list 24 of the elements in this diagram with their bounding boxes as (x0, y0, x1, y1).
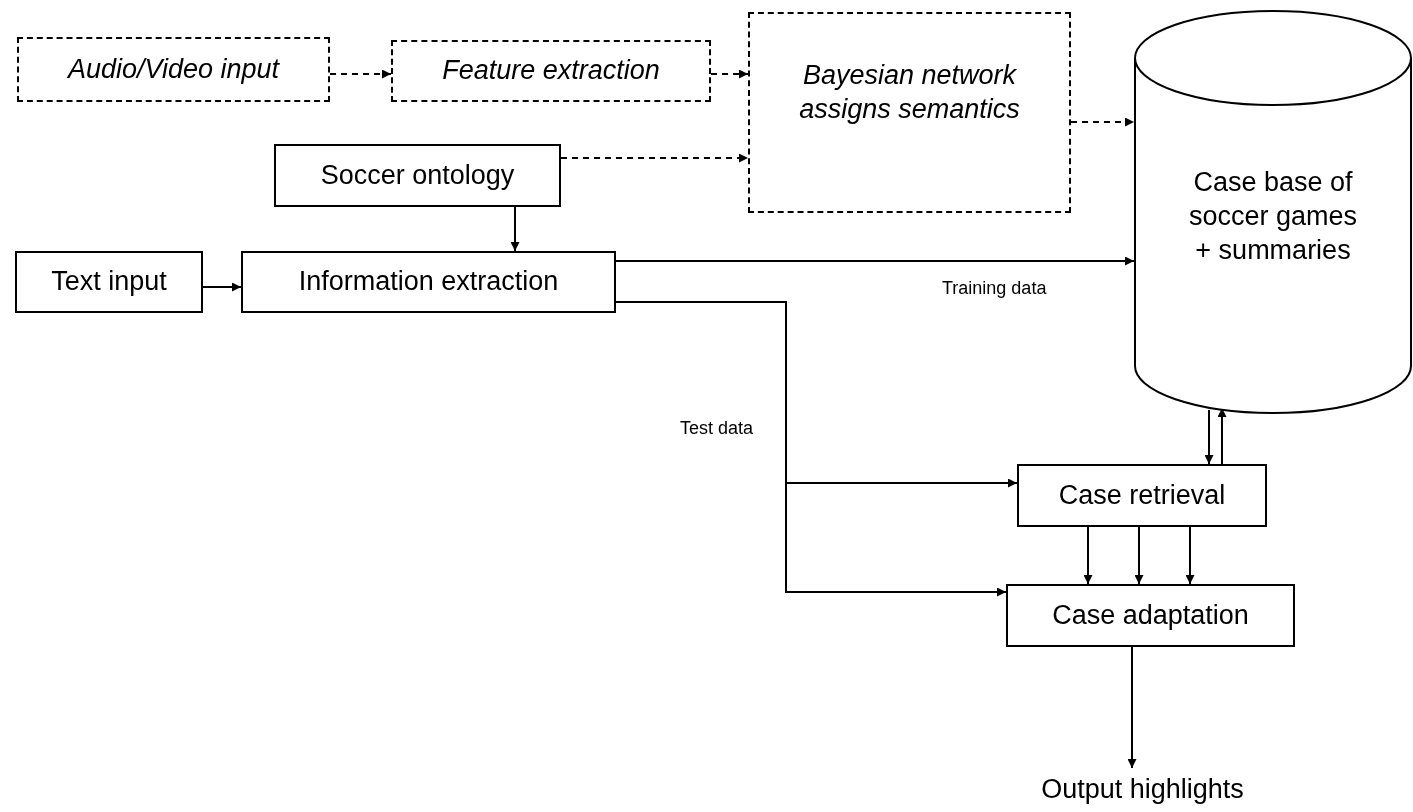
arrow (710, 69, 749, 79)
arrow (1083, 526, 1093, 585)
arrow (329, 69, 392, 79)
output-text: Output highlights (1005, 768, 1280, 812)
arrow (1127, 646, 1137, 769)
database-cylinder (1134, 10, 1412, 414)
arrow (202, 282, 242, 292)
arrow (1204, 409, 1214, 465)
arrow (560, 153, 749, 163)
process-box: Soccer ontology (274, 144, 561, 207)
arrow (1185, 526, 1195, 585)
arrow (615, 256, 1135, 266)
edge-label: Training data (940, 278, 1049, 299)
dashed-process-box: Audio/Video input (17, 37, 330, 102)
process-box: Case retrieval (1017, 464, 1267, 527)
arrow (510, 206, 520, 252)
process-box: Text input (15, 251, 203, 313)
arrow (1070, 117, 1135, 127)
process-box: Information extraction (241, 251, 616, 313)
dashed-process-box: Bayesian network assigns semantics (748, 12, 1071, 213)
node-text: Case base of soccer games + summaries (1187, 166, 1359, 267)
dashed-process-box: Feature extraction (391, 40, 711, 102)
process-box: Case adaptation (1006, 584, 1295, 647)
arrow (1134, 526, 1144, 585)
